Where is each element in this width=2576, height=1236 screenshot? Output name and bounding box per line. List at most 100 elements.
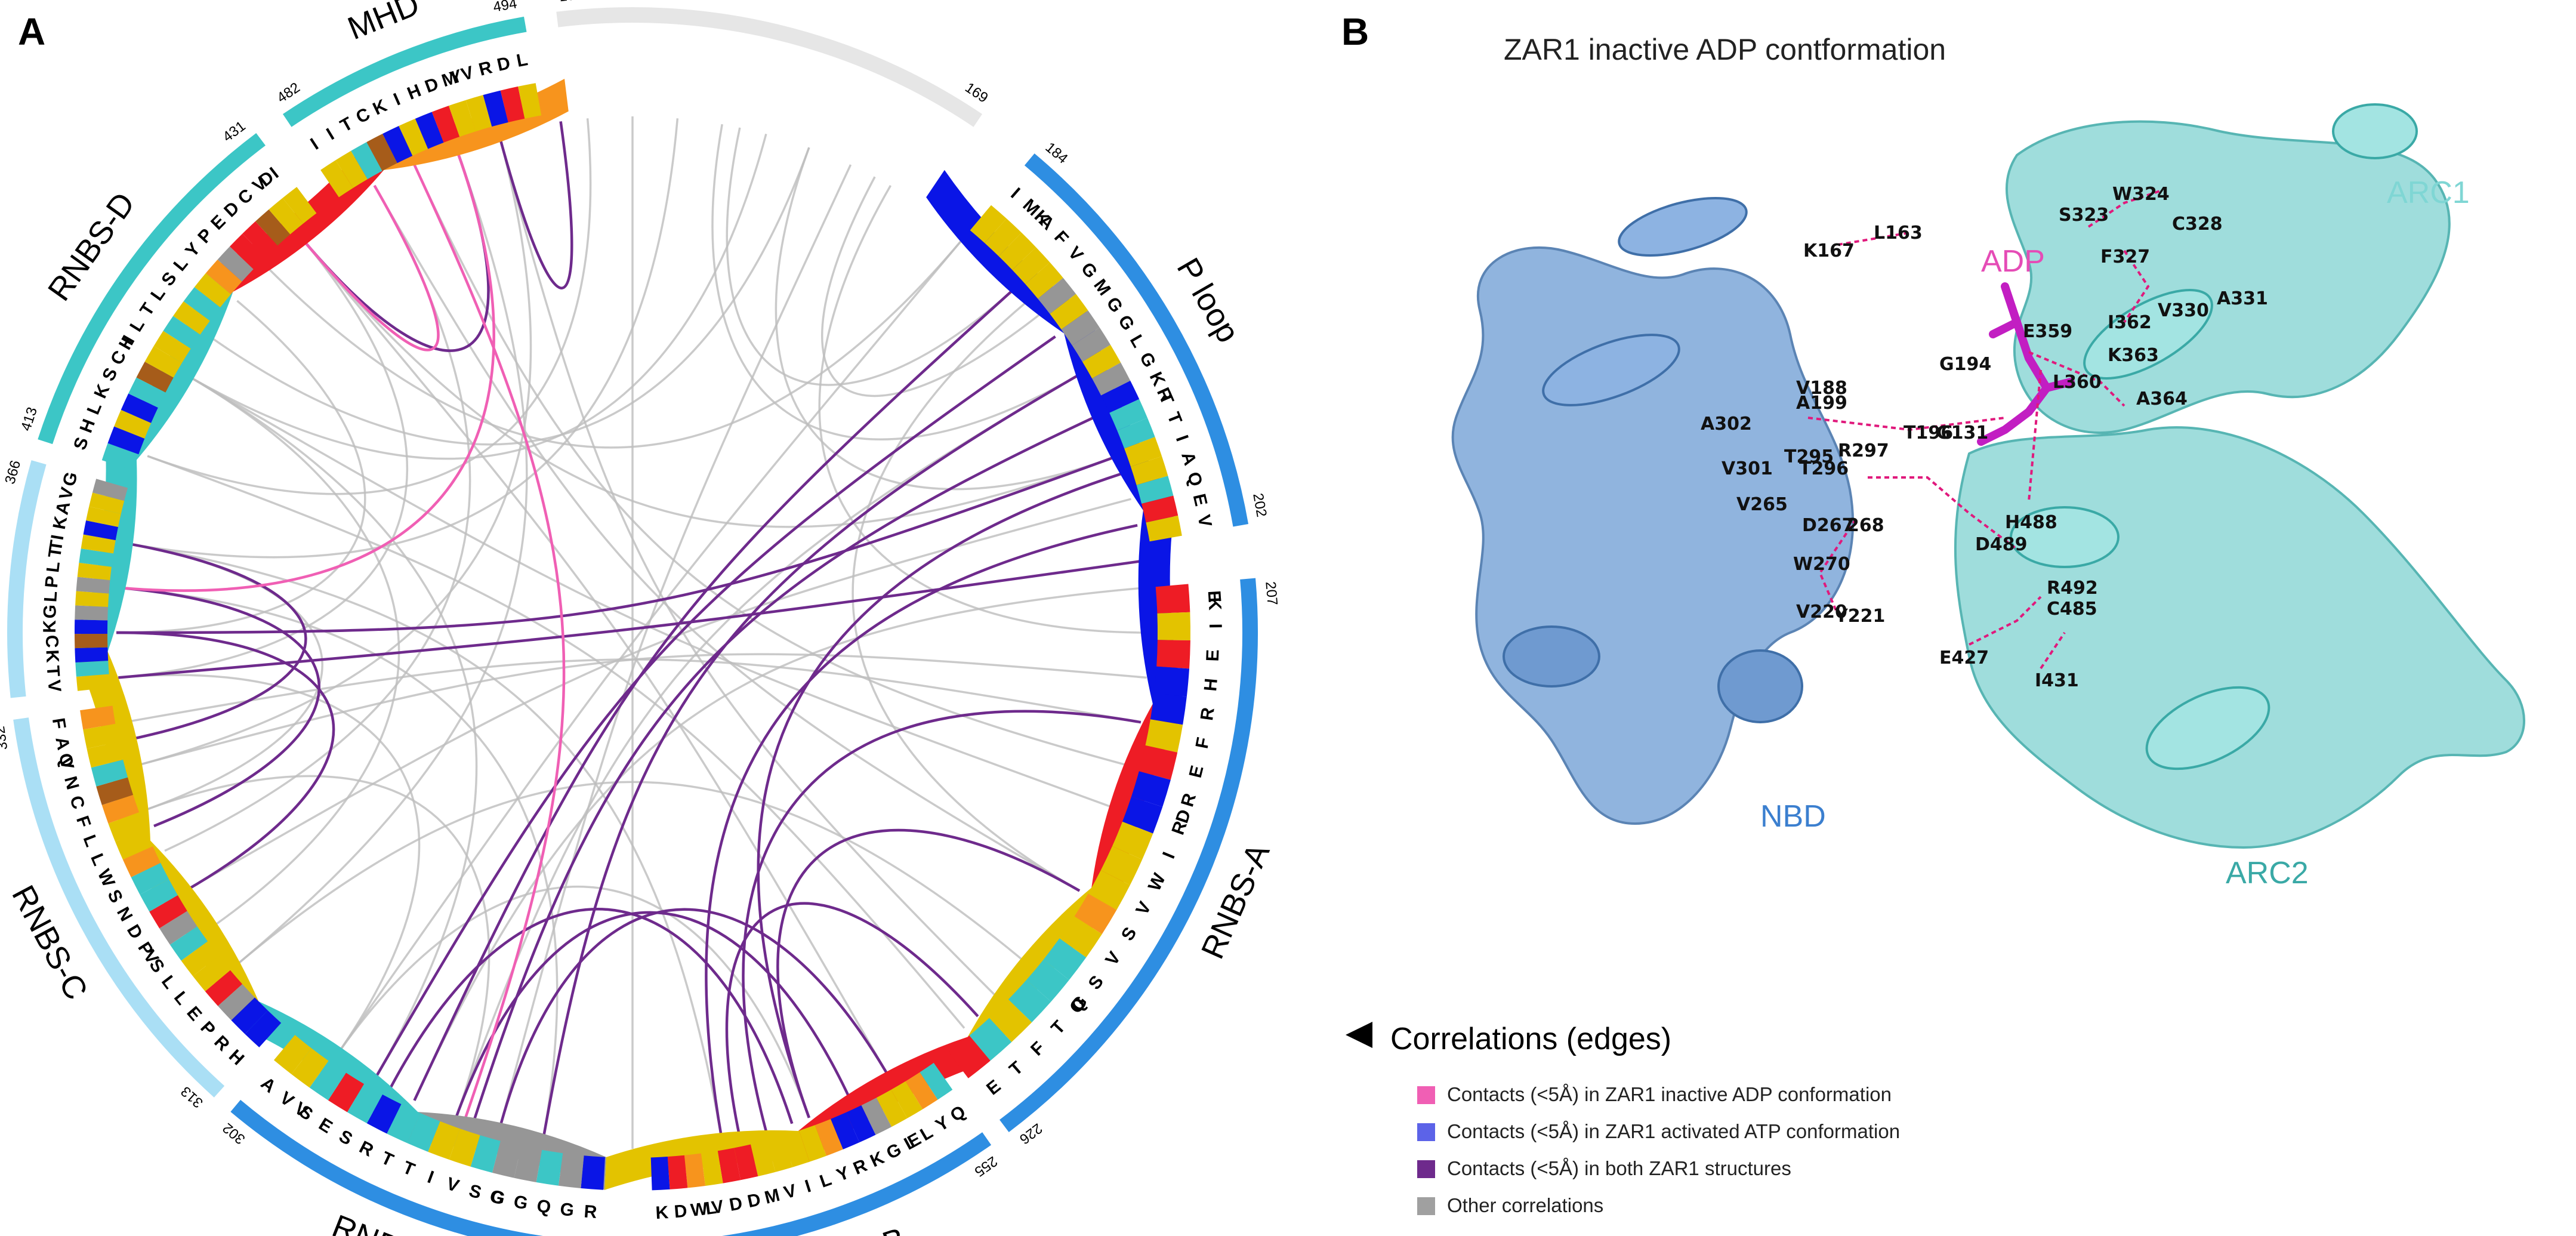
residue-block <box>431 106 460 143</box>
residue-block <box>1072 327 1111 362</box>
residue-block <box>905 1072 938 1109</box>
residue-letter: C <box>42 635 61 648</box>
residue-block <box>428 1121 460 1160</box>
residue-letter: K <box>370 95 390 119</box>
residue-letter: E <box>1203 649 1223 662</box>
residue-letter: I <box>1172 433 1192 444</box>
residue-block <box>291 1048 329 1088</box>
residue-block <box>75 591 109 608</box>
residue-block <box>335 150 368 188</box>
structure-title: ZAR1 inactive ADP contformation <box>1504 33 1946 66</box>
residue-block <box>1059 916 1102 958</box>
correlation-edge <box>118 236 409 679</box>
correlation-edge <box>742 710 1142 1132</box>
residue-block <box>470 1135 501 1173</box>
residue-block <box>891 1081 923 1118</box>
correlation-edge <box>134 134 532 768</box>
residue-block <box>75 661 109 677</box>
residue-block <box>309 1061 346 1101</box>
correlation-edge <box>776 828 1081 1118</box>
residue-block <box>449 1129 480 1167</box>
residue-block <box>382 126 413 164</box>
residue-block <box>684 1153 706 1188</box>
residue-label: R297 <box>1838 440 1889 461</box>
residue-block <box>861 1098 892 1135</box>
residue-letter: E <box>183 1003 205 1025</box>
residue-letter: R <box>583 1202 597 1223</box>
residue-label: A199 <box>1796 393 1847 414</box>
region-arc <box>7 460 47 698</box>
residue-letter: G <box>1114 312 1138 334</box>
residue-letter: T <box>46 539 67 553</box>
residue-block <box>366 134 397 171</box>
residue-letter: R <box>1197 706 1218 722</box>
residue-letter: F <box>1192 736 1214 750</box>
residue-letter: D <box>728 1194 744 1215</box>
residue-letter: F <box>1050 227 1072 249</box>
residue-block <box>799 1125 826 1162</box>
residue-block <box>328 1072 365 1112</box>
residue-label: L360 <box>2053 372 2102 393</box>
residue-letter: L <box>41 591 61 603</box>
residue-letter: V <box>276 1088 298 1111</box>
region-arc <box>38 133 266 445</box>
region-arc <box>721 1132 992 1236</box>
residue-end-number: 202 <box>1250 492 1270 518</box>
residue-letter: K <box>50 514 72 531</box>
residue-block <box>91 759 128 787</box>
residue-letter: L <box>1126 332 1149 351</box>
residue-block <box>558 1153 584 1188</box>
residue-block <box>273 1035 312 1074</box>
residue-letter: Q <box>535 1196 552 1217</box>
residue-block <box>122 846 161 877</box>
residue-letter: Y <box>181 239 204 261</box>
residue-letter: S <box>98 365 121 384</box>
residue-block <box>1145 719 1183 753</box>
residue-letter: S <box>467 1180 483 1203</box>
residue-label: L163 <box>1874 223 1923 243</box>
residue-label: V188 <box>1796 378 1847 399</box>
residue-block <box>231 997 268 1034</box>
residue-block <box>87 741 124 768</box>
correlation-edge <box>455 911 852 1118</box>
residue-letter: S <box>1118 924 1141 944</box>
correlation-edge <box>413 586 1147 1101</box>
residue-letter: C <box>66 793 88 811</box>
residue-letter: V <box>710 1197 725 1218</box>
residue-letter: F <box>48 717 69 730</box>
legend-item-label: Contacts (<5Å) in both ZAR1 structures <box>1447 1157 1791 1179</box>
residue-block <box>1157 612 1190 641</box>
residue-letter: K <box>42 649 62 663</box>
residue-block <box>483 90 508 127</box>
residue-block <box>83 520 118 541</box>
residue-label: Y221 <box>1834 606 1885 627</box>
residue-label: A364 <box>2136 389 2188 409</box>
residue-letter: M <box>763 1185 782 1208</box>
residue-letter: S <box>70 435 92 453</box>
residue-letter: T <box>43 665 63 677</box>
residue-letter: G <box>559 1200 575 1220</box>
residue-block <box>1100 846 1143 886</box>
residue-block <box>492 1141 522 1178</box>
residue-block <box>1146 515 1182 542</box>
residue-label: T196 <box>1904 423 1953 443</box>
residue-block <box>581 1155 605 1190</box>
correlation-edge <box>413 164 566 1121</box>
residue-end-number: 494 <box>492 0 518 16</box>
correlation-edge <box>185 373 1118 810</box>
residue-block <box>1136 476 1174 504</box>
residue-letter: G <box>40 605 60 619</box>
residue-letter: K <box>655 1203 670 1223</box>
residue-block <box>650 1157 670 1191</box>
correlation-edge <box>118 559 1144 679</box>
residue-block <box>998 232 1036 270</box>
residue-block <box>149 895 187 929</box>
residue-block <box>514 1145 542 1182</box>
residue-block <box>1124 437 1162 467</box>
residue-label: A302 <box>1701 414 1752 434</box>
residue-letter: Q <box>1066 994 1090 1018</box>
residue-label: G131 <box>1936 423 1988 443</box>
residue-letter: E <box>207 211 230 233</box>
residue-letter: D <box>422 74 442 97</box>
residue-block <box>245 1010 282 1047</box>
